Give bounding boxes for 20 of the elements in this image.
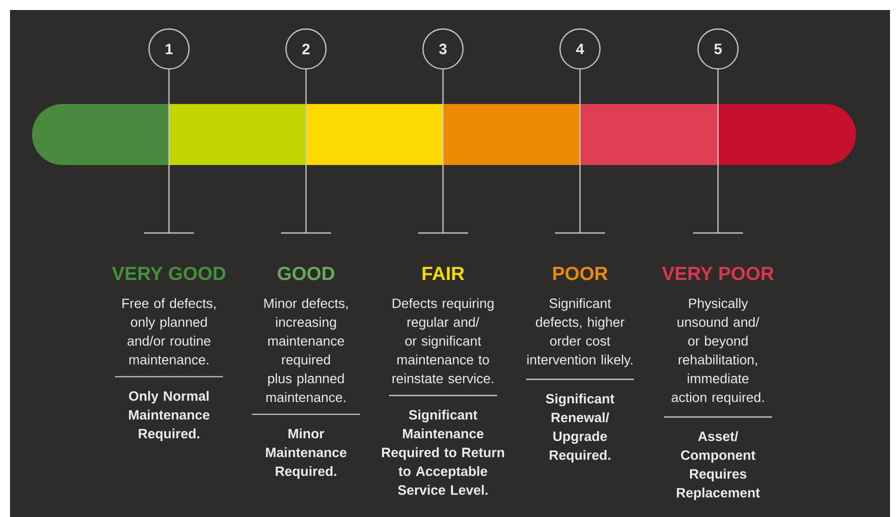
requirement-text: Significant Renewal/ Upgrade Required. [546, 394, 614, 463]
description-text: Defects requiring regular and/ or significant maintenance to reinstate service. [392, 298, 494, 384]
rating-heading: GOOD [278, 266, 334, 280]
description-text: Free of defects, only planned and/or routine maintenance. [122, 298, 216, 364]
description-text: Physically unsound and/ or beyond rehabilitation, immediate action required. [672, 298, 764, 405]
requirement-text: Significant Maintenance Required to Return to Acceptable Service Level. [382, 410, 504, 495]
marker-line [280, 69, 332, 234]
requirement-text: Asset/ Component Requires Replacement [676, 431, 760, 500]
marker-line [692, 69, 744, 234]
rating-heading: FAIR [422, 266, 464, 280]
marker-line [143, 69, 195, 234]
description-text: Significant defects, higher order cost intervention likely. [527, 298, 632, 368]
marker-line [554, 69, 606, 234]
marker-line [417, 69, 469, 234]
requirement-text: Minor Maintenance Required. [266, 428, 346, 479]
requirement-text: Only Normal Maintenance Required. [129, 390, 210, 442]
description-text: Minor defects, increasing maintenance required plus planned maintenance. [264, 298, 348, 402]
rating-heading: POOR [553, 266, 608, 280]
rating-heading: VERY POOR [662, 266, 774, 280]
rating-heading: VERY GOOD [112, 266, 226, 280]
